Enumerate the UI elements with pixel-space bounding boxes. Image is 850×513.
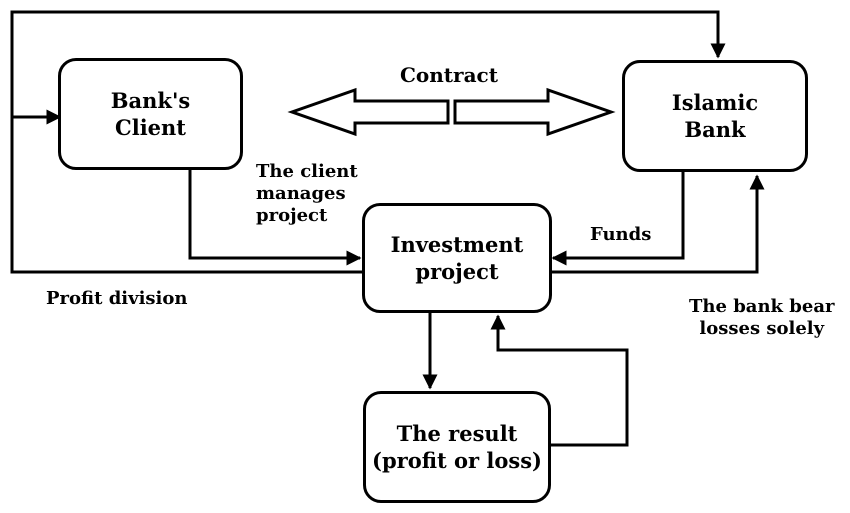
funds-label: Funds: [590, 224, 652, 245]
client-manages-line1: The client: [256, 161, 358, 182]
client-manages-label: The client manages project: [256, 161, 358, 227]
result-line1: The result: [396, 421, 518, 446]
client-manages-arrow: [188, 170, 362, 266]
profit-division-line: [10, 10, 726, 274]
islamic-bank-box: Islamic Bank: [622, 60, 808, 172]
client-manages-line2: manages: [256, 183, 346, 204]
client-manages-line3: project: [256, 205, 328, 226]
banks-client-box: Bank's Client: [58, 58, 243, 170]
result-box: The result (profit or loss): [363, 391, 551, 503]
contract-right-arrow: [453, 87, 616, 137]
banks-client-line2: Client: [115, 115, 186, 140]
profit-division-label: Profit division: [46, 288, 188, 309]
funds-arrow: [551, 172, 685, 266]
investment-project-line2: project: [415, 259, 499, 284]
bank-bears-losses-line1: The bank bear: [689, 296, 835, 317]
bank-bears-losses-label: The bank bear losses solely: [689, 296, 834, 340]
investment-project-line1: Investment: [390, 232, 524, 257]
investment-project-box: Investment project: [362, 203, 552, 313]
result-feedback-arrow: [490, 314, 629, 447]
islamic-bank-line1: Islamic: [671, 90, 759, 115]
contract-label: Contract: [400, 63, 498, 87]
result-line2: (profit or loss): [372, 448, 542, 473]
bank-losses-arrow: [550, 174, 765, 274]
bank-bears-losses-line2: losses solely: [699, 318, 825, 339]
banks-client-line1: Bank's: [110, 88, 191, 113]
contract-left-arrow: [287, 87, 450, 137]
islamic-bank-line2: Bank: [684, 117, 746, 142]
